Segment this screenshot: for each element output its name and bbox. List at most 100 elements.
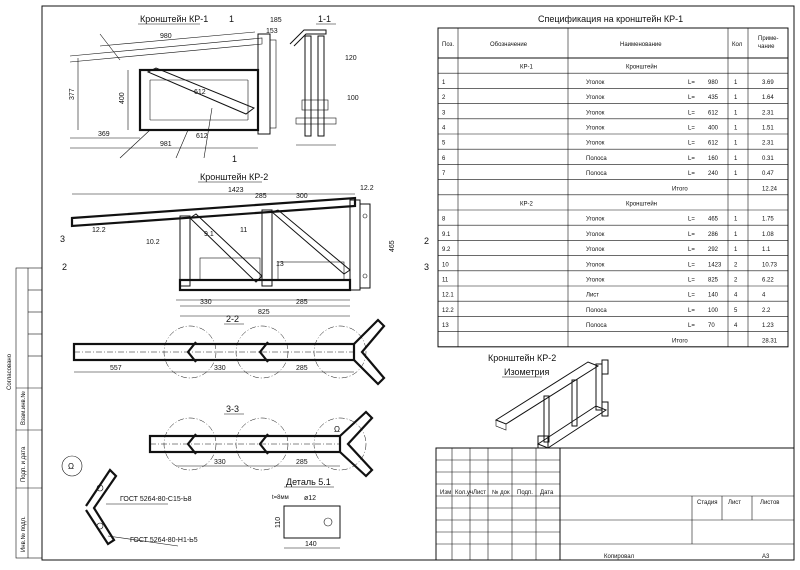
spec-qty: 1 — [734, 80, 738, 86]
spec-note: 10.73 — [762, 262, 778, 268]
spec-item-name: Уголок — [586, 95, 605, 101]
spec-len: 70 — [708, 323, 715, 329]
spec-len-prefix: L= — [688, 308, 695, 314]
cut-mark-2-right: 2 — [424, 236, 429, 246]
spec-len-prefix: L= — [688, 80, 695, 86]
spec-pos: 3 — [442, 110, 446, 116]
spec-pos: 9.2 — [442, 247, 451, 253]
spec-item-name: Уголок — [586, 110, 605, 116]
spec-len: 1423 — [708, 262, 722, 268]
kr1-dim-612: 612 — [194, 89, 206, 96]
spec-note: 28.31 — [762, 338, 778, 344]
sheet-frame — [41, 5, 795, 561]
spec-header-note: Приме- — [758, 36, 778, 42]
spec-len: 240 — [708, 171, 719, 177]
tb-sheet: Лист — [728, 500, 741, 506]
spec-qty: 2 — [734, 262, 738, 268]
spec-len-prefix: L= — [688, 141, 695, 147]
kr1-dim-369: 369 — [98, 131, 110, 138]
spec-header-pos: Поз. — [442, 42, 454, 48]
detail-dim-140: 140 — [305, 541, 317, 548]
spec-item-name: Уголок — [586, 278, 605, 284]
tb-col-date: Дата — [540, 490, 554, 496]
spec-len: 980 — [708, 80, 719, 86]
detail-thickness: t=8мм — [272, 495, 289, 501]
spec-item-name: Полоса — [586, 308, 607, 314]
spec-header-note: чание — [758, 44, 775, 50]
spec-len: 160 — [708, 156, 719, 162]
section-3-3: 3-3 330 285 Ω — [148, 404, 374, 478]
spec-note: 1.51 — [762, 126, 774, 132]
spec-note: 0.31 — [762, 156, 774, 162]
tb-col-sign: Подп. — [517, 490, 533, 496]
spec-note: 1.64 — [762, 95, 774, 101]
detail-5-1: Деталь 5.1 t=8мм 140 110 ø12 — [272, 477, 341, 549]
spec-len: 435 — [708, 95, 719, 101]
spec-qty: 4 — [734, 323, 738, 329]
spec-item-name: Уголок — [586, 126, 605, 132]
spec-qty: 1 — [734, 247, 738, 253]
cut-mark-2-left: 2 — [62, 262, 67, 272]
spec-header-qty: Кол — [732, 42, 743, 48]
spec-item-name: Уголок — [586, 247, 605, 253]
detail-dim-110: 110 — [275, 517, 282, 528]
kr2-dim-825: 825 — [258, 309, 270, 316]
side-sign: Подп. и дата — [21, 446, 27, 482]
tb-col-doc: № док — [492, 489, 510, 496]
spec-qty: 4 — [734, 293, 738, 299]
detail-hole: ø12 — [304, 495, 316, 502]
spec-item-name: Уголок — [586, 232, 605, 238]
tb-copied: Копировал — [604, 554, 635, 560]
spec-qty: 1 — [734, 217, 738, 223]
kr1-dim-612b: 612 — [196, 133, 208, 140]
title-block: Изм Кол.уч Лист № док Подп. Дата Стадия … — [435, 447, 795, 561]
spec-pos: 9.1 — [442, 232, 451, 238]
spec-note: 6.22 — [762, 278, 774, 284]
spec-pos: 5 — [442, 141, 446, 147]
spec-len: 612 — [708, 110, 719, 116]
side-repl: Взам.инв.№ — [20, 391, 27, 425]
section-1-1-dim-100: 100 — [347, 95, 359, 102]
spec-len-prefix: L= — [688, 232, 695, 238]
section-1-1: 1-1 100 120 — [289, 14, 359, 146]
spec-len: 292 — [708, 247, 719, 253]
section-3-3-dim-285: 285 — [296, 459, 308, 466]
spec-title: Спецификация на кронштейн КР-1 — [538, 14, 683, 24]
spec-note: 12.24 — [762, 186, 778, 192]
spec-pos: 12.1 — [442, 293, 454, 299]
spec-qty: 1 — [734, 171, 738, 177]
spec-designation: КР-1 — [520, 65, 533, 71]
spec-len: 612 — [708, 141, 719, 147]
kr1-dim-400: 400 — [119, 92, 126, 104]
spec-qty: 1 — [734, 141, 738, 147]
spec-len-prefix: L= — [688, 323, 695, 329]
kr2-label-11: 11 — [240, 227, 247, 234]
kr2-dim-1423: 1423 — [228, 187, 244, 194]
kr2-dim-465: 465 — [389, 240, 396, 252]
kr2-label-12-2: 12.2 — [92, 227, 106, 234]
spec-note: 1.1 — [762, 247, 771, 253]
weld-node-circle-a: Ω — [68, 462, 74, 471]
section-3-3-circle-a: Ω — [334, 425, 340, 434]
kr2-dim-285: 285 — [296, 299, 308, 306]
spec-len-prefix: L= — [688, 247, 695, 253]
section-1-1-dim-120: 120 — [345, 55, 357, 62]
spec-qty: 1 — [734, 95, 738, 101]
spec-len-prefix: L= — [688, 262, 695, 268]
kr2-dim-285-top: 285 — [255, 193, 267, 200]
weld-node: Ω ГОСТ 5264-80-С15-Ь8 ГОСТ 5264-80-Н1-Ь5 — [61, 455, 198, 547]
kr2-title: Кронштейн КР-2 — [200, 172, 268, 182]
kr1-dim-377: 377 — [69, 88, 76, 100]
spec-len: 400 — [708, 126, 719, 132]
spec-total-label: Итого — [672, 338, 688, 344]
spec-pos: 7 — [442, 171, 446, 177]
section-3-3-title: 3-3 — [226, 404, 239, 414]
spec-len-prefix: L= — [688, 171, 695, 177]
spec-item-name: Уголок — [586, 262, 605, 268]
spec-len-prefix: L= — [688, 293, 695, 299]
section-3-3-dim-330: 330 — [214, 459, 226, 466]
kr1-title: Кронштейн КР-1 — [140, 14, 208, 24]
iso-title: Кронштейн КР-2 — [488, 353, 556, 363]
spec-header-designation: Обозначение — [490, 42, 528, 48]
